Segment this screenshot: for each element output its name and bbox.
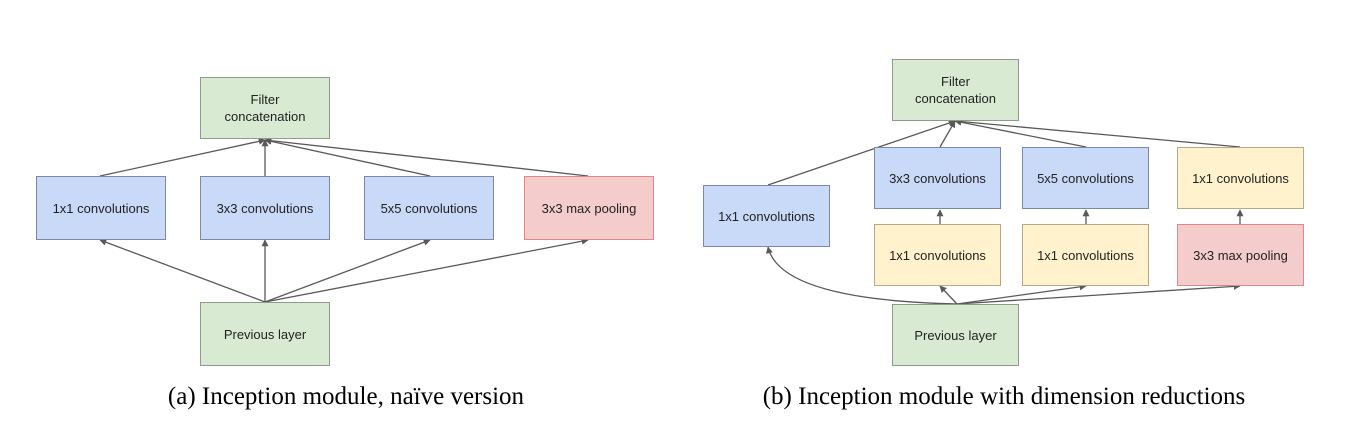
b-arrow-conv3x3-to-concat <box>939 120 956 148</box>
a-maxpool-label: 3x3 max pooling <box>541 200 637 216</box>
b-proj1x1-box: 1x1 convolutions <box>1177 147 1304 209</box>
a-arrow-conv1x1-to-concat <box>99 137 266 177</box>
a-conv3x3-label: 3x3 convolutions <box>216 200 314 216</box>
a-arrow-maxpool-to-concat <box>264 137 589 177</box>
a-arrow-conv5x5-to-concat <box>264 137 431 177</box>
a-arrow-prev-to-conv5x5 <box>264 238 431 303</box>
a-caption: (a) Inception module, naïve version <box>167 383 525 410</box>
b-arrow-prev-to-reduce3x3 <box>939 285 958 305</box>
b-conv1x1-box: 1x1 convolutions <box>703 185 830 247</box>
b-conv3x3-label: 3x3 convolutions <box>889 170 986 186</box>
a-previous-layer-label: Previous layer <box>223 326 307 342</box>
b-conv5x5-box: 5x5 convolutions <box>1022 147 1149 209</box>
b-conv5x5-label: 5x5 convolutions <box>1037 170 1134 186</box>
b-arrow-prev-to-maxpool <box>956 282 1241 305</box>
b-reduce3x3-label: 1x1 convolutions <box>889 247 986 263</box>
b-reduce5x5-box: 1x1 convolutions <box>1022 224 1149 286</box>
b-reduce3x3-box: 1x1 convolutions <box>874 224 1001 286</box>
a-previous-layer-box: Previous layer <box>200 302 330 366</box>
b-previous-layer-label: Previous layer <box>914 327 997 343</box>
a-conv5x5-box: 5x5 convolutions <box>364 176 494 240</box>
b-arrow-proj1x1-to-concat <box>954 118 1241 148</box>
a-conv5x5-label: 5x5 convolutions <box>380 200 478 216</box>
b-filter-concatenation-label: Filter concatenation <box>915 74 996 106</box>
b-arrow-prev-to-reduce5x5 <box>956 283 1087 305</box>
b-caption: (b) Inception module with dimension redu… <box>762 383 1246 410</box>
b-conv1x1-label: 1x1 convolutions <box>718 208 815 224</box>
b-arrow-conv5x5-to-concat <box>954 118 1087 148</box>
b-arrow-conv1x1-to-concat <box>767 119 956 186</box>
a-arrow-prev-to-maxpool <box>264 237 589 303</box>
b-maxpool-box: 3x3 max pooling <box>1177 224 1304 286</box>
b-reduce5x5-label: 1x1 convolutions <box>1037 247 1134 263</box>
b-maxpool-label: 3x3 max pooling <box>1193 247 1288 263</box>
a-conv1x1-label: 1x1 convolutions <box>52 200 150 216</box>
b-filter-concatenation-box: Filter concatenation <box>892 59 1019 121</box>
b-previous-layer-box: Previous layer <box>892 304 1019 366</box>
a-maxpool-box: 3x3 max pooling <box>524 176 654 240</box>
b-arrow-prev-to-conv1x1 <box>765 246 958 305</box>
b-conv3x3-box: 3x3 convolutions <box>874 147 1001 209</box>
a-filter-concatenation-box: Filter concatenation <box>200 77 330 139</box>
b-proj1x1-label: 1x1 convolutions <box>1192 170 1289 186</box>
a-arrow-prev-to-conv1x1 <box>99 238 266 303</box>
a-conv1x1-box: 1x1 convolutions <box>36 176 166 240</box>
a-conv3x3-box: 3x3 convolutions <box>200 176 330 240</box>
a-filter-concatenation-label: Filter concatenation <box>224 92 306 124</box>
